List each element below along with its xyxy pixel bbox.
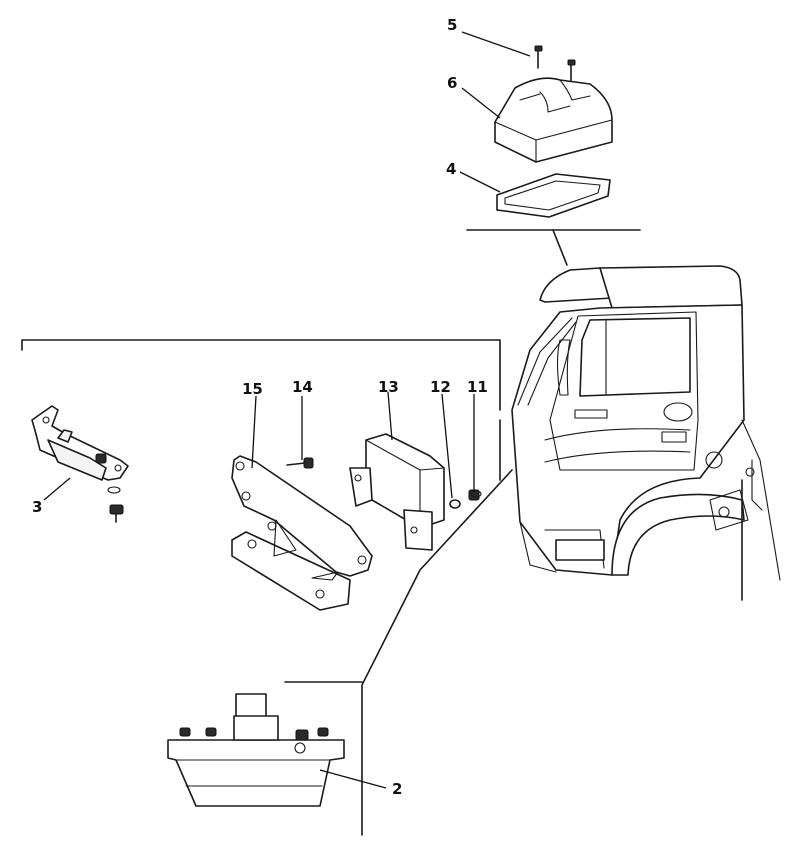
bolt-part-14 xyxy=(286,457,314,469)
callout-15: 15 xyxy=(242,380,263,398)
leader-lines xyxy=(43,31,531,789)
callout-4: 4 xyxy=(446,160,456,178)
callout-2: 2 xyxy=(392,780,402,798)
callout-6: 6 xyxy=(447,74,457,92)
section-lines xyxy=(21,229,641,836)
callout-5: 5 xyxy=(447,16,457,34)
washer-part-12 xyxy=(449,499,461,509)
gasket-part-4 xyxy=(496,173,611,218)
callout-12: 12 xyxy=(430,378,451,396)
truck-cab xyxy=(511,265,781,601)
callout-labels: 5 6 4 3 15 14 13 12 11 2 xyxy=(32,16,488,798)
control-box-part-13 xyxy=(349,433,445,551)
nut-part-11 xyxy=(468,489,482,501)
mounting-bracket-part-15 xyxy=(231,455,373,611)
callout-13: 13 xyxy=(378,378,399,396)
callout-11: 11 xyxy=(467,378,488,396)
callout-14: 14 xyxy=(292,378,313,396)
switch-bracket-part-3 xyxy=(31,405,129,523)
callout-3: 3 xyxy=(32,498,42,516)
lamp-part-2 xyxy=(167,693,345,807)
roof-lamp-housing-part-6 xyxy=(494,77,613,163)
